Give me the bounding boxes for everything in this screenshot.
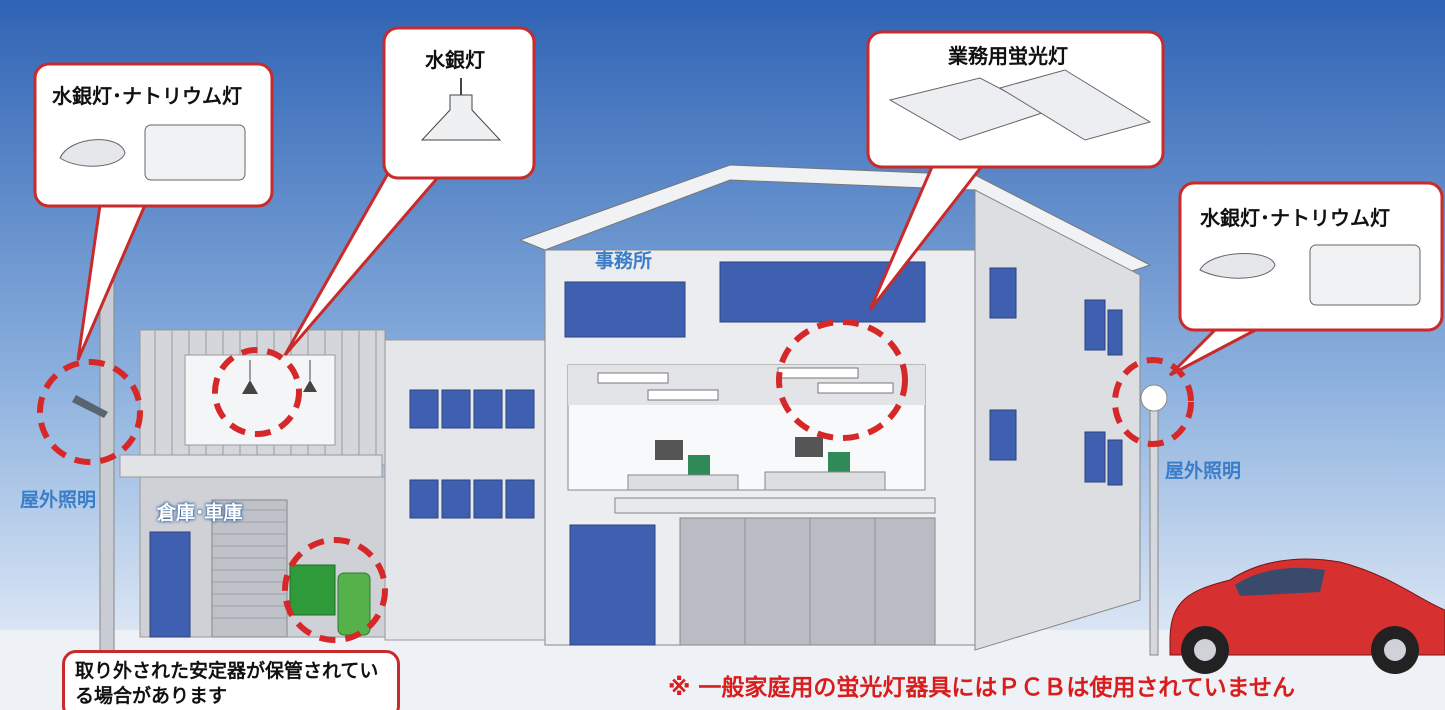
stored-ballast-note-text: 取り外された安定器が保管されている場合があります	[75, 660, 379, 707]
middle-building	[384, 339, 556, 641]
highlight-office-fluorescent	[776, 319, 908, 441]
outdoor-lighting-left-label: 屋外照明	[20, 489, 97, 511]
highlight-warehouse-lamp	[212, 347, 302, 437]
right-outdoor-callout-title: 水銀灯･ナトリウム灯	[1200, 206, 1390, 230]
callout-warehouse-mercury	[283, 26, 536, 356]
callout-right-outdoor	[1168, 181, 1444, 377]
warehouse-garage-label: 倉庫･車庫	[157, 502, 243, 524]
highlight-stored-ballast	[282, 537, 388, 643]
office-building	[518, 164, 1152, 651]
office-callout-title: 業務用蛍光灯	[948, 44, 1068, 68]
right-lamp-post	[1140, 384, 1168, 656]
office-label: 事務所	[595, 250, 653, 272]
highlight-left-outdoor-lamp	[37, 359, 143, 465]
callout-left-outdoor	[33, 62, 274, 361]
outdoor-lighting-right-label: 屋外照明	[1165, 460, 1242, 482]
warehouse-building	[119, 329, 386, 638]
warehouse-callout-title: 水銀灯	[425, 48, 485, 72]
red-car	[1169, 558, 1445, 674]
stored-ballast-note: 取り外された安定器が保管されている場合があります	[62, 650, 400, 710]
highlight-right-outdoor-lamp	[1112, 357, 1194, 447]
household-pcb-footnote: ※ 一般家庭用の蛍光灯器具にはＰＣＢは使用されていません	[668, 675, 1295, 701]
callout-office-fluorescent	[866, 30, 1165, 311]
left-outdoor-callout-title: 水銀灯･ナトリウム灯	[52, 84, 242, 108]
